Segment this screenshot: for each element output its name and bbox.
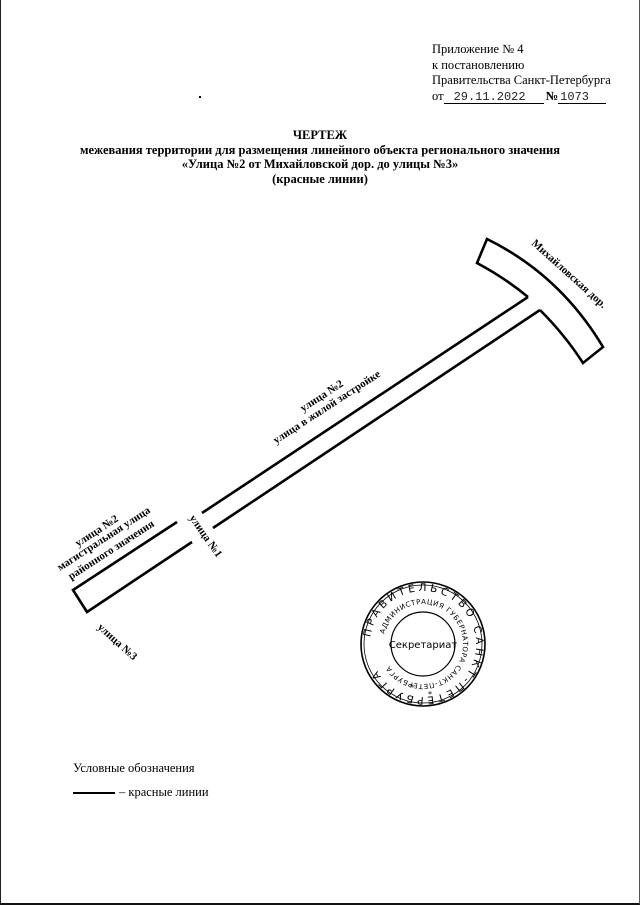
title-subtitle: межевания территории для размещения лине… xyxy=(79,142,561,157)
appendix-line-1: Приложение № 4 xyxy=(432,42,524,56)
title-object-name: «Улица №2 от Михайловской дор. до улицы … xyxy=(181,157,459,171)
street2-upper-edge xyxy=(201,295,529,515)
legend: Условные обозначения – красные линии xyxy=(73,761,209,800)
street2-arterial-outline xyxy=(71,520,193,614)
legend-title: Условные обозначения xyxy=(73,761,195,775)
document-title: ЧЕРТЕЖ межевания территории для размещен… xyxy=(0,128,640,186)
date-prefix: от xyxy=(432,88,444,103)
resolution-number: 1073 xyxy=(558,91,607,104)
mikhailovskaya-road-outline xyxy=(475,237,605,365)
stray-dot xyxy=(199,96,201,98)
label-street1: улица №1 xyxy=(187,513,225,560)
appendix-line-2: к постановлению xyxy=(432,57,525,72)
stamp-star-icon: * xyxy=(410,683,414,692)
title-heading: ЧЕРТЕЖ xyxy=(292,128,348,142)
title-note: (красные линии) xyxy=(272,171,368,186)
number-prefix: № xyxy=(545,88,559,103)
street2-lower-edge xyxy=(212,308,541,530)
appendix-header: Приложение № 4 к постановлению Правитель… xyxy=(432,42,611,104)
resolution-date: 29.11.2022 xyxy=(443,91,544,104)
label-street3: улица №3 xyxy=(95,621,140,663)
official-stamp: ПРАВИТЕЛЬСТВО САНКТ-ПЕТЕРБУРГА АДМИНИСТР… xyxy=(360,581,486,707)
stamp-star-icon: * xyxy=(428,690,432,699)
legend-item-label: – красные линии xyxy=(119,785,209,799)
appendix-line-3: Правительства Санкт-Петербурга xyxy=(432,73,611,87)
legend-item: – красные линии xyxy=(73,785,209,800)
label-street2-desc: улица в жилой застройке xyxy=(271,368,383,446)
solid-line-icon xyxy=(73,791,115,794)
stamp-center-text: Секретариат xyxy=(389,640,458,651)
